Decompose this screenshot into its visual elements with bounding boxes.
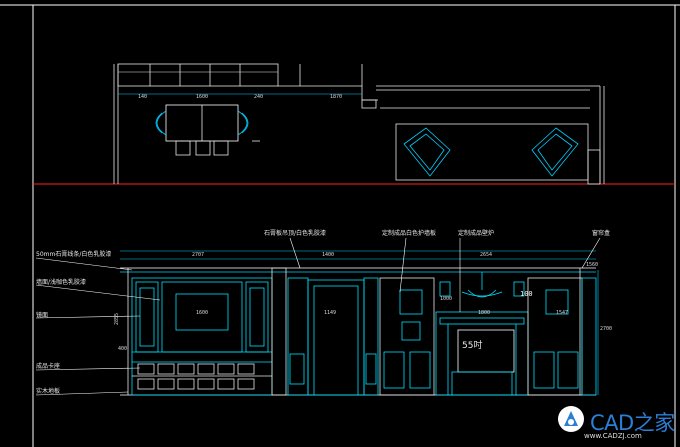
watermark: CAD之家 www.CADZJ.com — [556, 404, 680, 447]
dim-label-2700: 2700 — [600, 326, 612, 332]
note-ceiling: 石膏板吊顶/白色乳胶漆 — [264, 230, 327, 237]
note-wainscot: 定制成品白色护墙板 — [382, 230, 437, 237]
dim-label-1547: 1547 — [556, 310, 568, 316]
dim-label-2855: 2855 — [114, 313, 120, 325]
watermark-url: www.CADZJ.com — [584, 432, 642, 440]
dim-label-140: 140 — [138, 94, 147, 100]
dim-label-2707: 2707 — [192, 252, 204, 258]
dim-label-400: 400 — [118, 346, 127, 352]
note-mirror: 镜面 — [36, 312, 49, 319]
dim-label-1149: 1149 — [324, 310, 336, 316]
elevation-view — [120, 250, 599, 396]
sheet-border — [0, 4, 680, 447]
dim-label-1400: 1400 — [322, 252, 334, 258]
note-fireplace: 定制成品壁炉 — [458, 230, 495, 237]
note-wood-floor: 实木地板 — [36, 388, 61, 395]
watermark-title: CAD之家 — [590, 411, 675, 435]
note-banquette: 成品卡座 — [36, 363, 61, 370]
dim-label-100: 100 — [520, 290, 533, 298]
dim-label-1600: 1600 — [196, 94, 208, 100]
cad-logo-icon — [558, 406, 584, 432]
dim-label-2654: 2654 — [480, 252, 492, 258]
note-gypsum-molding: 50mm石膏线条/白色乳胶漆 — [36, 251, 112, 258]
tv-label: 55吋 — [462, 341, 483, 351]
note-curtain-box: 窗帘盒 — [592, 230, 611, 237]
note-wall-latex: 墙面/浅咖色乳胶漆 — [36, 279, 87, 286]
plan-view — [113, 63, 605, 185]
elevation-dims: 2707 1400 2654 1600 1149 1547 400 2700 2… — [114, 252, 612, 352]
plan-dims: 140 1600 240 1870 — [138, 94, 342, 100]
dim-label-1800: 1800 — [478, 310, 490, 316]
dim-label-1000: 1000 — [440, 296, 452, 302]
dim-label-1560: 1560 — [586, 262, 598, 268]
dim-label-1600: 1600 — [196, 310, 208, 316]
dim-label-1870: 1870 — [330, 94, 342, 100]
leader-lines — [35, 237, 601, 396]
dim-label-240: 240 — [254, 94, 263, 100]
